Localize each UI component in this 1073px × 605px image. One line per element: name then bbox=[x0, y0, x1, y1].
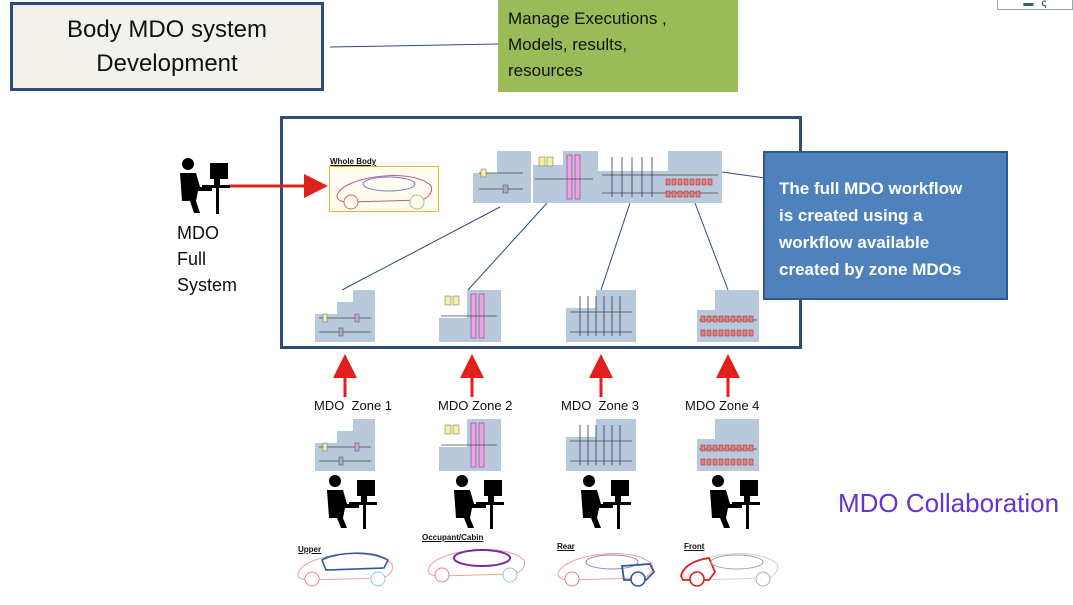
workflow-callout: The full MDO workflow is created using a… bbox=[763, 151, 1008, 300]
logo-mark-icon: ▬ bbox=[1023, 0, 1034, 9]
note-line-2: Models, results, bbox=[508, 35, 628, 54]
title-line-1: Body MDO system bbox=[66, 15, 268, 43]
workflow-thumbnail-zone-1-frame bbox=[315, 290, 375, 342]
tree-line-4 bbox=[694, 202, 729, 291]
workflow-thumbnail-zone-1 bbox=[315, 419, 375, 471]
zone-4-car-label: Front bbox=[684, 542, 705, 551]
tree-line-2 bbox=[467, 202, 548, 291]
full-system-line-2: Full bbox=[177, 249, 207, 269]
zone-1-car-icon bbox=[297, 552, 393, 587]
title-note-connector bbox=[329, 43, 499, 48]
workflow-thumbnail-zone-4 bbox=[697, 419, 759, 471]
callout-line-1: The full MDO workflow bbox=[779, 179, 963, 198]
note-line-3: resources bbox=[508, 61, 583, 80]
zone-4-label: MDO Zone 4 bbox=[685, 398, 760, 413]
full-system-line-3: System bbox=[177, 275, 238, 295]
title-line-2: Development bbox=[96, 49, 238, 77]
manage-note: Manage Executions , Models, results, res… bbox=[498, 0, 738, 92]
full-system-label: MDO Full System bbox=[177, 220, 237, 298]
whole-body-label: Whole Body bbox=[330, 157, 377, 166]
workflow-thumbnail-zone-3-frame bbox=[566, 290, 636, 342]
full-system-line-1: MDO bbox=[177, 223, 219, 243]
zone-1-label: MDO Zone 1 bbox=[314, 398, 393, 413]
whole-body-car-icon bbox=[329, 166, 439, 212]
zone-1-car-label: Upper bbox=[298, 545, 322, 554]
callout-line-4: created by zone MDOs bbox=[779, 260, 962, 279]
callout-line-2: is created using a bbox=[779, 206, 923, 225]
workflow-thumbnail-zone-3 bbox=[566, 419, 636, 471]
zone-3-car-icon bbox=[557, 553, 656, 587]
workflow-thumbnail-zone-2 bbox=[439, 419, 501, 471]
zone-2-person-icon bbox=[454, 475, 504, 529]
tree-line-3 bbox=[600, 202, 631, 291]
collaboration-label: MDO Collaboration bbox=[838, 488, 1060, 518]
zone-2-label: MDO Zone 2 bbox=[438, 398, 513, 413]
zone-4-person-icon bbox=[710, 475, 760, 529]
callout-line-3: workflow available bbox=[779, 233, 930, 252]
zone-2-car-icon bbox=[427, 549, 525, 583]
workflow-thumbnail-combined-a bbox=[473, 151, 598, 203]
zone-1-person-icon bbox=[327, 475, 377, 529]
zone-4-car-icon bbox=[680, 553, 778, 587]
callout-connector bbox=[721, 171, 766, 179]
title-box: Body MDO system Development bbox=[10, 2, 324, 91]
logo-mark-icon-2: ς bbox=[1041, 0, 1047, 9]
zone-3-person-icon bbox=[581, 475, 631, 529]
workflow-thumbnail-zone-2-frame bbox=[439, 290, 501, 342]
zone-3-label: MDO Zone 3 bbox=[561, 398, 640, 413]
zone-3-car-label: Rear bbox=[557, 542, 575, 551]
person-at-computer-icon bbox=[180, 158, 230, 214]
workflow-thumbnail-zone-4-frame bbox=[697, 290, 759, 342]
note-line-1: Manage Executions , bbox=[508, 9, 667, 28]
zone-2-car-label: Occupant/Cabin bbox=[422, 533, 484, 542]
workflow-thumbnail-combined-b bbox=[598, 151, 722, 203]
tree-line-1 bbox=[341, 206, 501, 291]
